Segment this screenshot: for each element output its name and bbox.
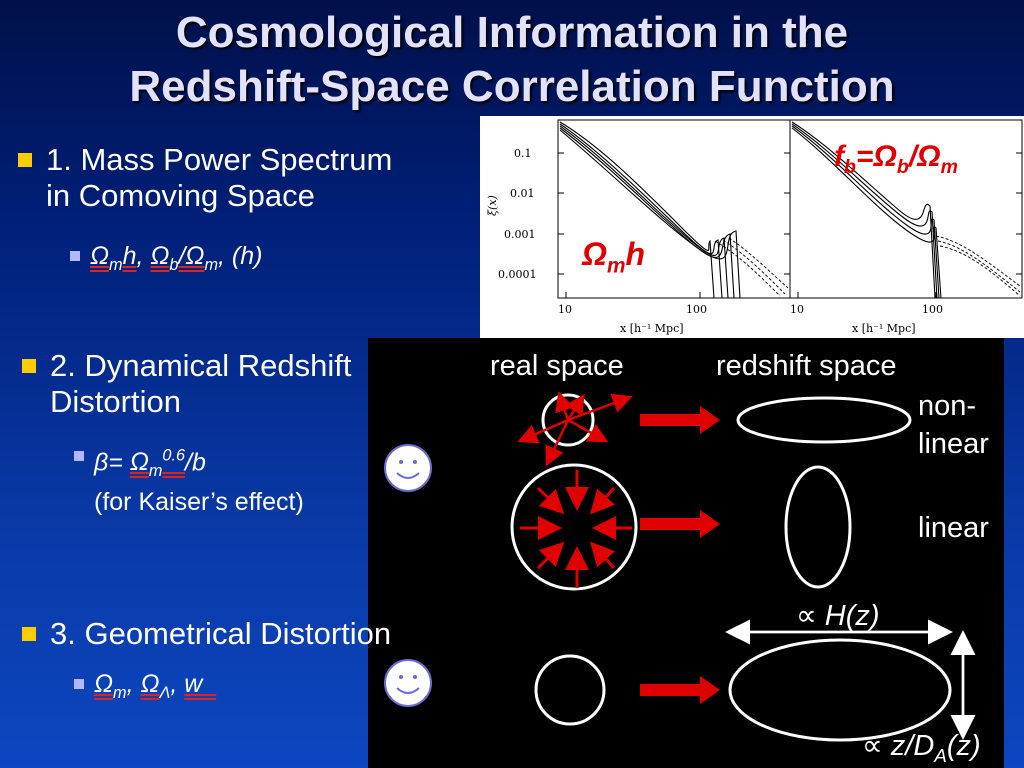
- bullet-dynamical-distortion: 2. Dynamical Redshift Distortion: [22, 348, 352, 420]
- nonlinear-label-line1: non-: [918, 390, 977, 422]
- transform-arrows: [640, 406, 720, 704]
- dimension-arrows: [725, 619, 976, 740]
- kaiser-effect-note: (for Kaiser’s effect): [94, 488, 304, 516]
- left-curves: [559, 121, 741, 299]
- linear-label: linear: [918, 512, 989, 544]
- smiley-face-icon: [384, 444, 432, 492]
- real-space-label: real space: [490, 350, 624, 382]
- x-tick-label: 10: [790, 303, 804, 316]
- zda-label: ∝ z/DA(z): [862, 730, 981, 766]
- kaiser-squashed-ellipse: [784, 465, 852, 589]
- smiley-face-icon: [384, 659, 432, 707]
- x-tick-label: 10: [558, 303, 572, 316]
- sub-bullet-square-icon: [74, 451, 84, 461]
- redshift-space-label: redshift space: [716, 350, 897, 382]
- infall-arrows: [520, 470, 632, 588]
- y-tick-label: 0.1: [514, 147, 532, 160]
- baryon-fraction-annotation: fb=Ωb/Ωm: [834, 140, 958, 178]
- bullet-square-icon: [18, 153, 32, 167]
- x-axis-label-right: x [h⁻¹ Mpc]: [852, 322, 916, 335]
- real-space-large-circle: [510, 463, 638, 591]
- x-axis-label-left: x [h⁻¹ Mpc]: [620, 322, 684, 335]
- fingers-of-god-ellipse: [736, 396, 912, 444]
- right-dashed-curves: [935, 235, 1021, 297]
- sub-bullet-square-icon: [70, 251, 80, 261]
- hz-label: ∝ H(z): [796, 600, 880, 632]
- bullet-2-line1: 2. Dynamical Redshift: [50, 348, 352, 383]
- title-line-2: Redshift-Space Correlation Function: [129, 62, 895, 111]
- bullet-3-line1: 3. Geometrical Distortion: [50, 616, 392, 651]
- sub-bullet-square-icon: [74, 679, 84, 689]
- y-axis-label: ξ(x): [486, 195, 499, 216]
- nonlinear-label-line2: linear: [918, 428, 989, 460]
- omega-m-h-annotation: Ωmh: [582, 236, 646, 278]
- right-plot-frame: [789, 119, 1023, 299]
- bullet-1-line2: in Comoving Space: [46, 178, 315, 213]
- bullet-mass-power-spectrum: 1. Mass Power Spectrum in Comoving Space: [18, 142, 393, 214]
- y-tick-label: 0.001: [504, 228, 536, 241]
- bullet-square-icon: [22, 359, 36, 373]
- geometric-distorted-ellipse: [728, 638, 952, 742]
- bullet-geometrical-distortion: 3. Geometrical Distortion: [22, 616, 392, 652]
- sub-bullet-2: β= Ωm0.6/b: [74, 440, 206, 487]
- y-tick-label: 0.01: [510, 187, 535, 200]
- sub-bullet-1: Ωmh, Ωb/Ωm, (h): [70, 240, 262, 281]
- bullet-2-line2: Distortion: [50, 384, 181, 419]
- slide-title: Cosmological Information in the Redshift…: [0, 6, 1024, 114]
- bullet-1-line1: 1. Mass Power Spectrum: [46, 142, 393, 177]
- right-curves: [791, 121, 942, 299]
- left-dashed-curves: [714, 237, 789, 297]
- x-tick-label: 100: [922, 303, 943, 316]
- y-tick-label: 0.0001: [498, 268, 537, 281]
- geometric-real-circle: [534, 654, 606, 726]
- random-velocity-arrows: [517, 391, 633, 467]
- bullet-square-icon: [22, 627, 36, 641]
- sub-bullet-3: Ωm, ΩΛ, w: [74, 668, 216, 709]
- title-line-1: Cosmological Information in the: [175, 8, 849, 57]
- correlation-plot: 0.1 0.01 0.001 0.0001 ξ(x) 10 100 10 100: [486, 119, 1023, 335]
- correlation-plot-panel: 0.1 0.01 0.001 0.0001 ξ(x) 10 100 10 100: [480, 116, 1024, 338]
- x-tick-label: 100: [686, 303, 707, 316]
